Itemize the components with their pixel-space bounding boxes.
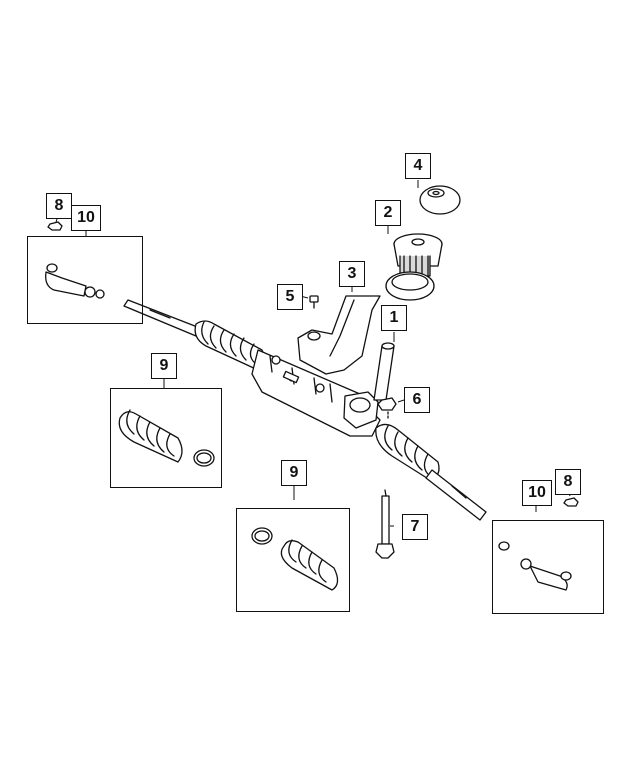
inset-boot-kit-left bbox=[110, 388, 222, 488]
callout-9-center: 9 bbox=[281, 460, 307, 486]
dust-cap bbox=[419, 185, 461, 215]
tie-rod-nut-left bbox=[47, 221, 63, 231]
heat-shield bbox=[297, 295, 381, 375]
callout-1: 1 bbox=[381, 305, 407, 331]
callout-3: 3 bbox=[339, 261, 365, 287]
callout-4: 4 bbox=[405, 153, 431, 179]
nut bbox=[377, 397, 397, 419]
callout-10-right: 10 bbox=[522, 480, 552, 506]
inset-tie-rod-end-right bbox=[492, 520, 604, 614]
callout-10-left: 10 bbox=[71, 205, 101, 231]
callout-5: 5 bbox=[277, 284, 303, 310]
callout-8-left: 8 bbox=[46, 193, 72, 219]
tie-rod-end-right bbox=[498, 541, 572, 591]
tie-rod-end-left bbox=[45, 263, 105, 299]
tie-rod-nut-right bbox=[563, 497, 579, 507]
leader-lines bbox=[55, 180, 571, 527]
callout-8-right: 8 bbox=[555, 469, 581, 495]
callout-7: 7 bbox=[402, 514, 428, 540]
boot-kit-center bbox=[251, 527, 339, 591]
inset-boot-kit-center bbox=[236, 508, 350, 612]
callout-6: 6 bbox=[404, 387, 430, 413]
callout-9-left: 9 bbox=[151, 353, 177, 379]
callout-2: 2 bbox=[375, 200, 401, 226]
boot-kit-left bbox=[118, 409, 215, 467]
rack-and-pinion-gear bbox=[123, 299, 487, 521]
right-boot-on-rack bbox=[375, 423, 440, 481]
bolt-small bbox=[309, 295, 319, 309]
inset-tie-rod-end-left bbox=[27, 236, 143, 324]
column-seal bbox=[385, 233, 443, 301]
long-bolt bbox=[375, 489, 395, 559]
